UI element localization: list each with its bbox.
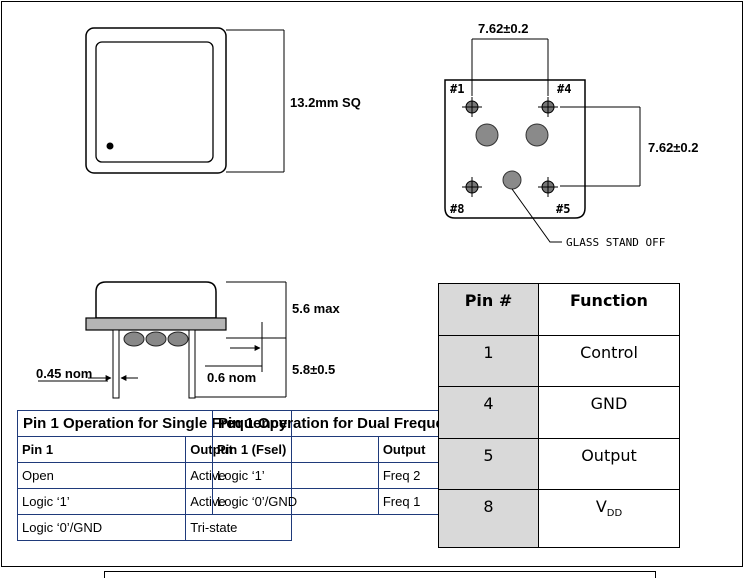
single-cell: Open	[16, 462, 187, 489]
func-function-cell: Control	[538, 334, 680, 388]
package-outline	[85, 27, 227, 174]
pin-8-footprint	[462, 177, 482, 197]
table-row: Logic ‘0’/GND Freq 1	[212, 488, 475, 515]
dual-frequency-table: Pin 1 Operation for Dual Frequency Pin 1…	[212, 410, 475, 515]
func-function-cell: VDD	[538, 489, 680, 548]
glass-standoff	[475, 123, 499, 147]
vdd-main: V	[595, 497, 607, 517]
table-row: 1 Control	[438, 334, 680, 388]
dual-header-pin: Pin 1 (Fsel)	[212, 436, 379, 463]
single-cell: Logic ‘1’	[16, 488, 187, 515]
dual-cell: Logic ‘0’/GND	[212, 488, 379, 515]
horizontal-pitch-label: 7.62±0.2	[478, 21, 529, 36]
func-function-cell: GND	[538, 386, 680, 439]
pin-length-label: 5.8±0.5	[292, 362, 335, 377]
side-standoff	[145, 331, 167, 347]
standoff-label: GLASS STAND OFF	[566, 236, 665, 249]
diagram-frame	[1, 1, 743, 567]
side-pin-left	[112, 329, 120, 399]
glass-standoff	[525, 123, 549, 147]
pin-5-footprint	[538, 177, 558, 197]
side-standoff	[123, 331, 145, 347]
table-row: Logic ‘0’/GND Tri-state	[16, 514, 293, 541]
pin-diameter-label: 0.45 nom	[36, 366, 92, 381]
single-cell: Tri-state	[185, 514, 293, 541]
table-row: 5 Output	[438, 437, 680, 491]
pin-label-5: #5	[556, 202, 570, 216]
func-header-pin: Pin #	[438, 283, 539, 336]
standoff-leader	[511, 188, 562, 243]
package-side-view: 5.6 max 5.8±0.5 0.6 nom 0.45 nom	[36, 281, 340, 399]
single-header-pin: Pin 1	[16, 436, 187, 463]
footprint-outline	[444, 79, 586, 219]
table-row: 4 GND	[438, 386, 680, 439]
func-pin-cell: 8	[438, 489, 539, 548]
pin-4-footprint	[538, 97, 558, 117]
size-label: 13.2mm SQ	[290, 95, 361, 110]
table-row: Logic ‘1’ Freq 2	[212, 462, 475, 489]
func-pin-cell: 5	[438, 437, 539, 491]
max-height-label: 5.6 max	[292, 301, 340, 316]
pin-function-table: Pin # Function 1 Control 4 GND 5 Output …	[438, 283, 680, 548]
vdd-subscript: DD	[606, 508, 623, 520]
func-pin-cell: 1	[438, 334, 539, 388]
table-row: 8 VDD	[438, 489, 680, 548]
pin-1-footprint	[462, 97, 482, 117]
caption-box	[104, 571, 656, 578]
single-cell: Logic ‘0’/GND	[16, 514, 187, 541]
footprint-view: 7.62±0.2 7.62±0.2 #1 #4 #8 #5	[444, 21, 699, 249]
side-base	[85, 317, 227, 331]
side-case	[95, 281, 217, 319]
dual-cell: Logic ‘1’	[212, 462, 379, 489]
package-lid	[95, 41, 214, 163]
pin-label-8: #8	[450, 202, 464, 216]
vertical-pitch-label: 7.62±0.2	[648, 140, 699, 155]
func-header-function: Function	[538, 283, 680, 336]
dual-table-caption: Pin 1 Operation for Dual Frequency	[212, 410, 475, 437]
pin-label-1: #1	[450, 82, 464, 96]
func-pin-cell: 4	[438, 386, 539, 439]
glass-standoff	[502, 170, 522, 190]
standoff-dimension-label: 0.6 nom	[207, 370, 256, 385]
package-top-view: 13.2mm SQ	[85, 27, 361, 174]
func-function-cell: Output	[538, 437, 680, 491]
pin-label-4: #4	[557, 82, 571, 96]
side-standoff	[167, 331, 189, 347]
pin1-indicator-dot	[106, 142, 114, 150]
side-pin-right	[188, 329, 196, 399]
